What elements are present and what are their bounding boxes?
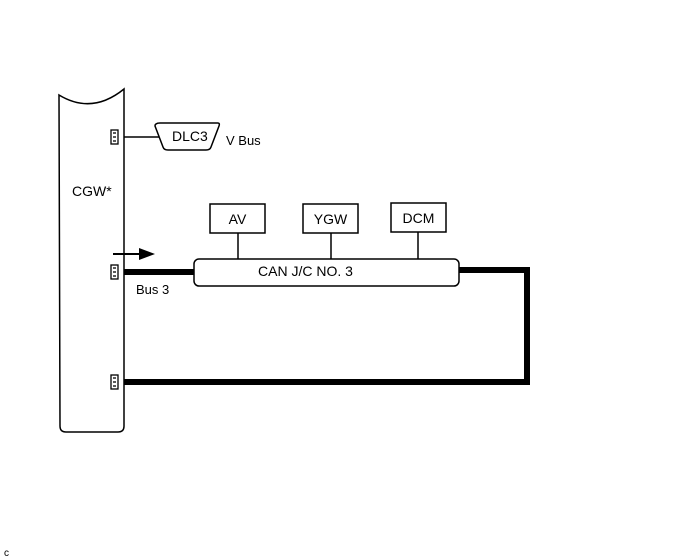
cgw-label: CGW* [72,183,112,199]
figure-code: c [4,548,9,559]
ecu-av-label: AV [229,211,247,227]
ecu-ygw: YGW [302,203,359,234]
bus3-wire-loop [124,267,530,385]
signal-arrow-icon [139,248,155,260]
ecu-ygw-label: YGW [314,211,348,227]
cgw-module [58,87,125,433]
ecu-dcm: DCM [390,202,447,233]
ecu-av: AV [209,203,266,234]
connector-pin-bus3-lower [110,374,119,390]
connector-pin-bus3-upper [110,264,119,280]
dlc3-connector [154,122,221,151]
bus3-label: Bus 3 [136,282,169,297]
ecu-dcm-label: DCM [403,210,435,226]
connector-pin-dlc3 [110,129,119,145]
v-bus-label: V Bus [226,133,261,148]
can-junction-connector [193,258,460,287]
can-junction-label: CAN J/C NO. 3 [258,263,353,279]
dlc3-label: DLC3 [172,128,208,144]
